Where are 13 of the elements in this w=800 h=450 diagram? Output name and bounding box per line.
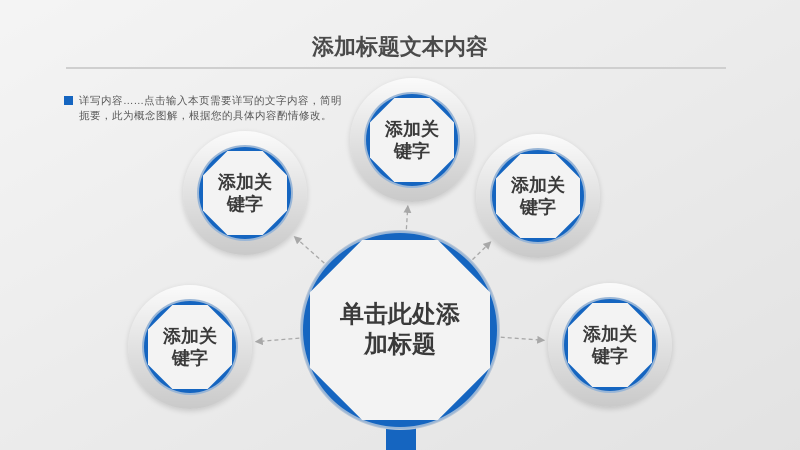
dashed-arrow: [254, 337, 300, 346]
keyword-text: 添加关键字: [510, 174, 566, 218]
keyword-text: 添加关键字: [216, 170, 273, 216]
central-title: 单击此处添加标题: [339, 300, 461, 360]
keyword-text: 添加关键字: [582, 322, 638, 368]
keyword-text: 添加关键字: [162, 324, 218, 370]
dashed-arrow: [403, 204, 412, 230]
description-text: 详写内容……点击输入本页需要详写的文字内容，简明扼要，此为概念图解，根据您的具体内容酌情修改。: [79, 94, 343, 124]
title: 添加标题文本内容: [310, 33, 489, 61]
dashed-arrow: [500, 336, 546, 344]
keyword-text: 添加关键字: [384, 118, 440, 162]
dashed-arrow: [472, 241, 492, 260]
dashed-arrow: [294, 236, 325, 264]
